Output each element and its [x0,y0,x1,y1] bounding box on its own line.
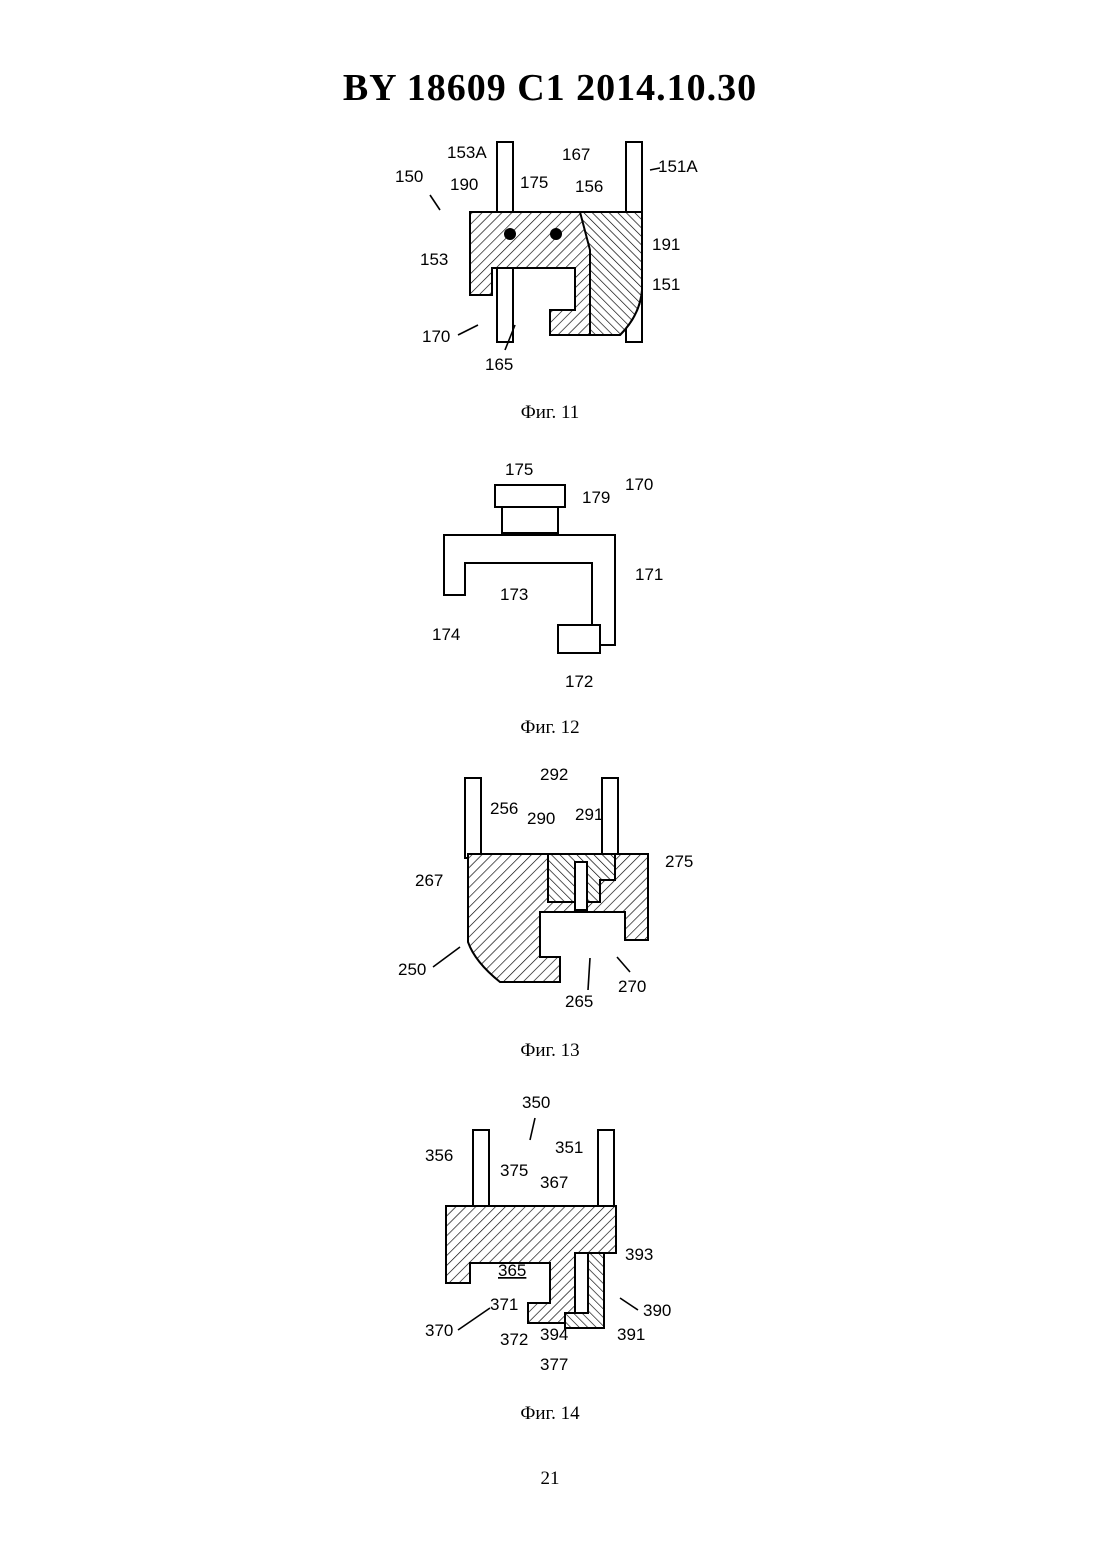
patent-header: BY 18609 C1 2014.10.30 [0,66,1100,110]
label-190: 190 [450,175,478,194]
label-165: 165 [485,355,513,374]
label-351: 351 [555,1138,583,1157]
label-291: 291 [575,805,603,824]
figure-14-caption: Фиг. 14 [0,1403,1100,1425]
label-290: 290 [527,809,555,828]
label-365: 365 [498,1261,526,1280]
label-173: 173 [500,585,528,604]
label-367: 367 [540,1173,568,1192]
label-371: 371 [490,1295,518,1314]
figure-13-caption: Фиг. 13 [0,1040,1100,1062]
figure-13: 292 256 290 291 275 267 250 265 270 Фиг.… [0,762,1100,1072]
figure-11-caption: Фиг. 11 [0,402,1100,424]
label-391: 391 [617,1325,645,1344]
label-175: 175 [505,460,533,479]
label-156: 156 [575,177,603,196]
figure-11-drawing: 153A 167 151A 150 190 175 156 153 191 15… [0,130,1100,390]
figure-12-caption: Фиг. 12 [0,717,1100,739]
label-270: 270 [618,977,646,996]
label-256: 256 [490,799,518,818]
label-250: 250 [398,960,426,979]
figure-14: 350 356 351 375 367 365 393 371 390 370 … [0,1088,1100,1428]
label-292: 292 [540,765,568,784]
label-394: 394 [540,1325,568,1344]
label-151: 151 [652,275,680,294]
label-390: 390 [643,1301,671,1320]
label-153A: 153A [447,143,487,162]
label-172: 172 [565,672,593,691]
figure-13-drawing: 292 256 290 291 275 267 250 265 270 [0,762,1100,1022]
label-191: 191 [652,235,680,254]
figure-12: 175 170 179 171 173 174 172 Фиг. 12 [0,455,1100,745]
label-175: 175 [520,173,548,192]
label-179: 179 [582,488,610,507]
label-150: 150 [395,167,423,186]
label-356: 356 [425,1146,453,1165]
label-151A: 151A [658,157,698,176]
label-170: 170 [625,475,653,494]
label-375: 375 [500,1161,528,1180]
label-370: 370 [425,1321,453,1340]
page-number: 21 [0,1468,1100,1490]
label-153: 153 [420,250,448,269]
label-372: 372 [500,1330,528,1349]
label-174: 174 [432,625,460,644]
label-275: 275 [665,852,693,871]
label-171: 171 [635,565,663,584]
label-350: 350 [522,1093,550,1112]
label-170: 170 [422,327,450,346]
label-265: 265 [565,992,593,1011]
label-393: 393 [625,1245,653,1264]
label-267: 267 [415,871,443,890]
figure-14-drawing: 350 356 351 375 367 365 393 371 390 370 … [0,1088,1100,1388]
figure-12-drawing: 175 170 179 171 173 174 172 [0,455,1100,695]
figure-11: 153A 167 151A 150 190 175 156 153 191 15… [0,130,1100,430]
label-377: 377 [540,1355,568,1374]
label-167: 167 [562,145,590,164]
